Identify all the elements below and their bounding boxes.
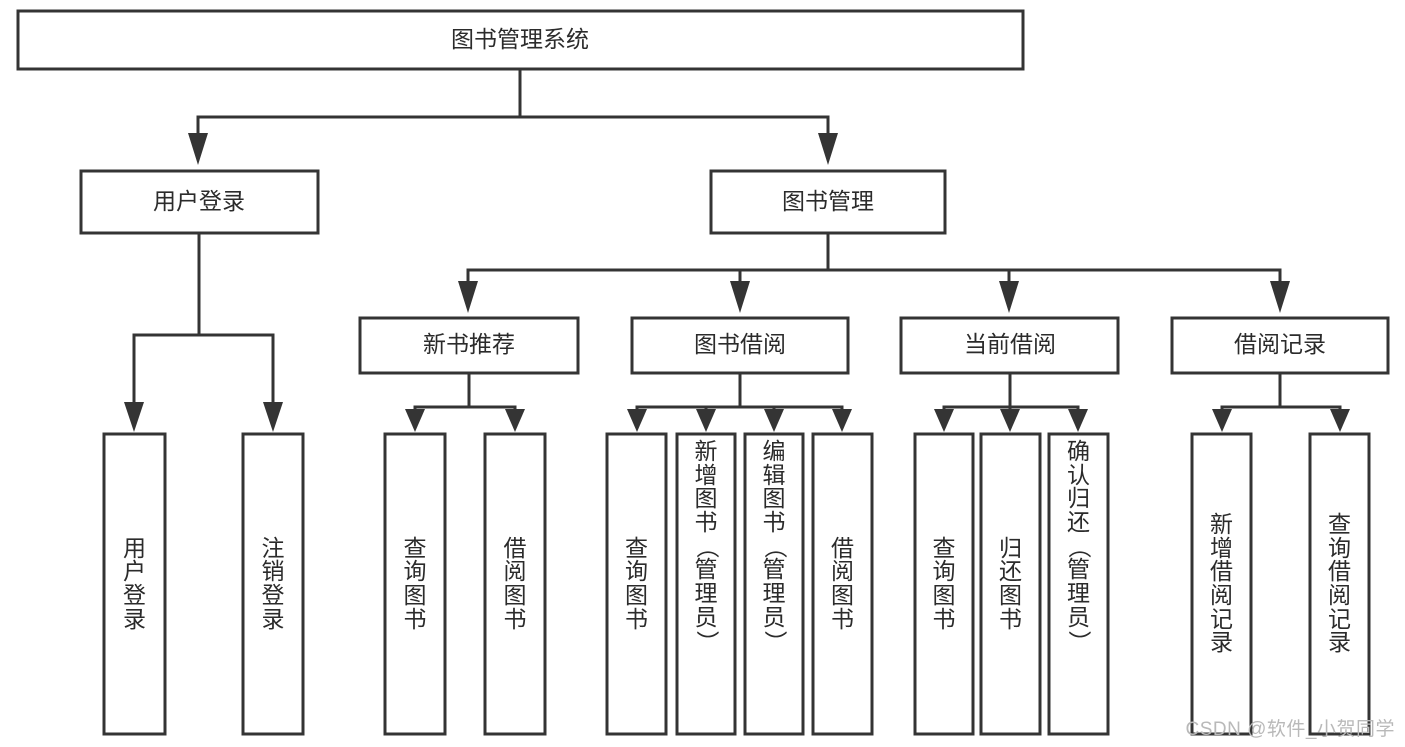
leaf-current-borrow-3[interactable]: [1047, 432, 1110, 736]
arrow-icon-book-borrow-leaf-2: [696, 409, 716, 432]
node-borrow-record-label: 借阅记录: [1234, 331, 1326, 357]
node-book-borrow[interactable]: [630, 316, 850, 375]
arrow-icon-to-book-management: [818, 133, 838, 165]
node-current-borrow-label: 当前借阅: [964, 331, 1056, 357]
arrow-icon-user-login-leaf-1: [124, 402, 144, 432]
leaf-book-borrow-2[interactable]: [675, 432, 737, 736]
arrow-icon-current-borrow-leaf-1: [934, 409, 954, 432]
node-book-management-label: 图书管理: [782, 188, 874, 214]
leaf-new-book-1[interactable]: [383, 432, 447, 736]
csdn-watermark: CSDN @软件_小贺同学: [1185, 719, 1395, 740]
node-book-management[interactable]: [709, 169, 947, 235]
leaf-new-book-2[interactable]: [483, 432, 547, 736]
node-current-borrow[interactable]: [899, 316, 1120, 375]
arrow-icon-new-book-leaf-1: [405, 409, 425, 432]
leaf-current-borrow-2[interactable]: [979, 432, 1042, 736]
arrow-icon-to-current-borrow: [999, 281, 1019, 313]
arrow-icon-book-borrow-leaf-1: [627, 409, 647, 432]
arrow-icon-book-borrow-leaf-4: [832, 409, 852, 432]
leaf-current-borrow-1[interactable]: [913, 432, 975, 736]
node-new-book-recommend-label: 新书推荐: [423, 331, 515, 357]
arrow-icon-new-book-leaf-2: [505, 409, 525, 432]
arrow-icon-to-new-book-recommend: [458, 281, 478, 313]
node-user-login-label: 用户登录: [153, 188, 245, 214]
leaf-borrow-record-1[interactable]: [1190, 432, 1253, 736]
leaf-user-login-1[interactable]: [102, 432, 167, 736]
node-book-borrow-label: 图书借阅: [694, 331, 786, 357]
node-root-label: 图书管理系统: [451, 26, 589, 52]
arrow-icon-current-borrow-leaf-3: [1068, 409, 1088, 432]
arrow-icon-current-borrow-leaf-2: [1000, 409, 1020, 432]
arrow-icon-user-login-leaf-2: [263, 402, 283, 432]
arrow-icon-borrow-record-leaf-2: [1330, 409, 1350, 432]
node-borrow-record[interactable]: [1170, 316, 1390, 375]
arrow-icon-to-user-login: [188, 133, 208, 165]
leaf-book-borrow-3[interactable]: [743, 432, 805, 736]
leaf-borrow-record-2[interactable]: [1308, 432, 1371, 736]
leaf-book-borrow-1[interactable]: [605, 432, 668, 736]
node-root-book-management-system[interactable]: [16, 9, 1025, 71]
leaf-user-login-2[interactable]: [241, 432, 305, 736]
arrow-icon-to-book-borrow: [730, 281, 750, 313]
arrow-icon-borrow-record-leaf-1: [1212, 409, 1232, 432]
arrow-icon-book-borrow-leaf-3: [764, 409, 784, 432]
arrow-icon-to-borrow-record: [1270, 281, 1290, 313]
node-new-book-recommend[interactable]: [358, 316, 580, 375]
leaf-book-borrow-4[interactable]: [811, 432, 874, 736]
